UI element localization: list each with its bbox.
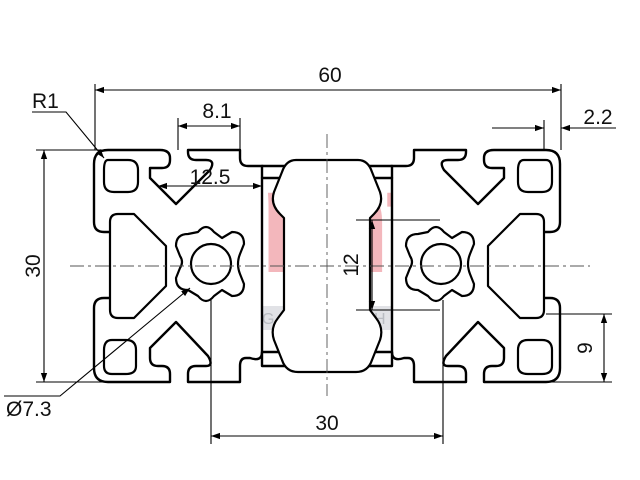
dim-height-label: 30 — [22, 254, 45, 277]
dim-pocket-label: 9 — [574, 342, 597, 354]
corner-channel-top-right — [516, 158, 554, 194]
dim-inner-label: 12.5 — [190, 166, 231, 189]
dim-groove-label: 2.2 — [583, 106, 612, 129]
corner-channel-bottom-right — [516, 338, 554, 376]
dim-center-label: 30 — [315, 412, 338, 435]
dim-60-label: 60 — [318, 64, 341, 87]
dim-core-label: 12 — [340, 253, 363, 276]
dim-slot-label: 8.1 — [202, 100, 231, 123]
radius-label: R1 — [32, 90, 59, 113]
corner-channel-bottom-left — [102, 338, 138, 376]
left-bore-circle — [189, 242, 233, 286]
bore-leader — [4, 287, 191, 397]
bore-label: Ø7.3 — [6, 398, 52, 421]
watermark-letter-1: G — [262, 311, 276, 328]
right-bore-circle — [419, 242, 463, 286]
corner-channel-top-left — [102, 158, 140, 194]
radius-leader — [32, 111, 105, 159]
watermark-letter-4: H — [374, 311, 388, 328]
